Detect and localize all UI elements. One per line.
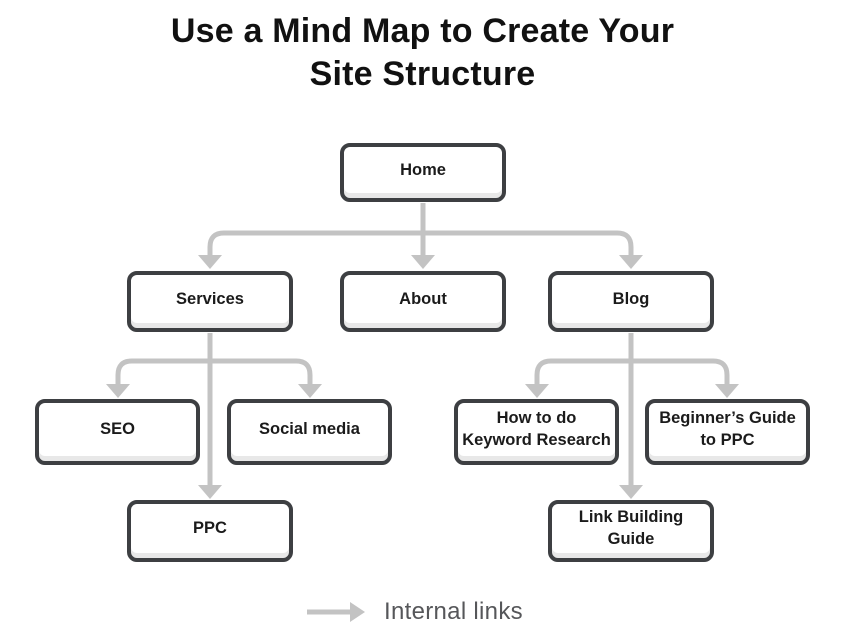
arrowhead-icon: [411, 255, 435, 269]
node-label: Link Building Guide: [578, 508, 684, 548]
node-label: Services: [176, 289, 244, 308]
legend-label: Internal links: [384, 598, 523, 625]
node-beginners-guide-to-ppc: Beginner’s Guide to PPC: [645, 399, 810, 465]
arrowhead-icon: [106, 384, 130, 398]
node-how-to-do-keyword-research: How to do Keyword Research: [454, 399, 619, 465]
node-label: Blog: [612, 289, 650, 308]
node-about: About: [340, 271, 506, 332]
node-label: Home: [400, 160, 446, 179]
arrowhead-icon: [619, 255, 643, 269]
diagram-title: Use a Mind Map to Create Your Site Struc…: [170, 12, 675, 93]
node-label: Beginner’s Guide to PPC: [659, 409, 796, 449]
node-label: PPC: [193, 519, 227, 538]
node-label: Social media: [259, 420, 360, 439]
arrowhead-icon: [198, 255, 222, 269]
legend: Internal links: [303, 598, 523, 626]
internal-links-arrow-icon: [307, 602, 365, 622]
arrowhead-icon: [619, 485, 643, 499]
edge-line-home-rail: [207, 230, 634, 256]
node-label: SEO: [100, 420, 135, 439]
node-label: About: [399, 289, 447, 308]
arrowhead-icon: [198, 485, 222, 499]
arrowhead-icon: [715, 384, 739, 398]
arrowhead-icon: [525, 384, 549, 398]
node-blog: Blog: [548, 271, 714, 332]
node-ppc: PPC: [127, 500, 293, 562]
node-home: Home: [340, 143, 506, 202]
node-seo: SEO: [35, 399, 200, 465]
edge-group-home-children: [198, 203, 643, 269]
node-link-building-guide: Link Building Guide: [548, 500, 714, 562]
node-services: Services: [127, 271, 293, 332]
edge-line-blog-rail: [534, 358, 730, 385]
node-label: How to do Keyword Research: [462, 409, 611, 449]
arrowhead-icon: [298, 384, 322, 398]
node-social-media: Social media: [227, 399, 392, 465]
edge-line-services-rail: [115, 358, 313, 385]
